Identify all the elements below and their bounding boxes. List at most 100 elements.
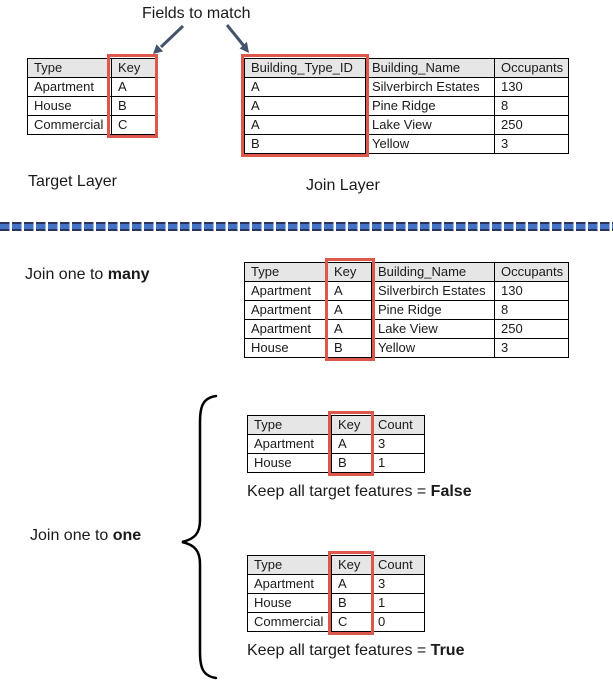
- table-cell: 250: [494, 115, 569, 135]
- keep-all-false-caption-prefix: Keep all target features =: [247, 483, 431, 500]
- table-cell: A: [331, 574, 372, 594]
- table-cell: House: [247, 453, 332, 473]
- join-layer-label: Join Layer: [306, 177, 380, 194]
- column-header: Type: [247, 555, 332, 575]
- keep-all-true-caption-bold: True: [430, 642, 465, 659]
- match-arrows: [153, 24, 249, 54]
- column-header: Key: [327, 262, 372, 282]
- table-cell: 1: [371, 593, 425, 613]
- join-one-to-many-label-bold: many: [107, 266, 150, 283]
- table-cell: Yellow: [371, 338, 495, 358]
- table-cell: B: [111, 96, 156, 116]
- table-cell: 0: [371, 612, 425, 632]
- table-cell: Silverbirch Estates: [365, 77, 495, 97]
- join-one-to-one-label-prefix: Join one to: [30, 527, 113, 544]
- table-cell: 1: [371, 453, 425, 473]
- keep-all-false-caption: Keep all target features = False: [247, 483, 472, 501]
- keep-all-true-caption: Keep all target features = True: [247, 642, 464, 660]
- table-cell: Apartment: [244, 300, 328, 320]
- column-header: Occupants: [494, 58, 569, 78]
- table-cell: House: [27, 96, 112, 116]
- table-cell: B: [244, 134, 366, 154]
- table-cell: A: [244, 96, 366, 116]
- arrow-to-join-key-icon: [225, 24, 249, 53]
- table-cell: Apartment: [244, 319, 328, 339]
- table-cell: 250: [494, 319, 569, 339]
- column-header: Type: [247, 415, 332, 435]
- column-header: Building_Type_ID: [244, 58, 366, 78]
- table-cell: A: [327, 281, 372, 301]
- section-divider: [0, 222, 613, 231]
- table-cell: Commercial: [247, 612, 332, 632]
- keep-all-true-caption-prefix: Keep all target features =: [247, 642, 431, 659]
- column-header: Occupants: [494, 262, 569, 282]
- table-cell: C: [111, 115, 156, 135]
- table-cell: Lake View: [371, 319, 495, 339]
- column-header: Count: [371, 415, 425, 435]
- join-one-to-many-label: Join one to many: [25, 266, 150, 284]
- column-header: Key: [331, 415, 372, 435]
- table-cell: 3: [494, 134, 569, 154]
- table-cell: B: [331, 593, 372, 613]
- curly-brace-icon: [181, 394, 218, 680]
- column-header: Type: [27, 58, 112, 78]
- table-cell: Yellow: [365, 134, 495, 154]
- table-cell: Pine Ridge: [365, 96, 495, 116]
- table-cell: 3: [371, 574, 425, 594]
- join-one-to-one-label-bold: one: [112, 527, 142, 544]
- table-cell: Apartment: [27, 77, 112, 97]
- table-cell: House: [247, 593, 332, 613]
- table-cell: 130: [494, 281, 569, 301]
- target-layer-label: Target Layer: [28, 173, 117, 190]
- table-cell: A: [244, 77, 366, 97]
- column-header: Key: [331, 555, 372, 575]
- column-header: Key: [111, 58, 156, 78]
- table-cell: A: [331, 434, 372, 454]
- table-cell: 3: [371, 434, 425, 454]
- table-cell: A: [327, 319, 372, 339]
- table-cell: 3: [494, 338, 569, 358]
- fields-to-match-label: Fields to match: [142, 5, 251, 22]
- table-cell: Silverbirch Estates: [371, 281, 495, 301]
- table-cell: Apartment: [247, 434, 332, 454]
- table-cell: Commercial: [27, 115, 112, 135]
- column-header: Building_Name: [371, 262, 495, 282]
- table-cell: Apartment: [244, 281, 328, 301]
- column-header: Building_Name: [365, 58, 495, 78]
- join-one-to-many-label-prefix: Join one to: [25, 266, 108, 283]
- join-one-to-one-label: Join one to one: [30, 527, 141, 545]
- table-cell: A: [327, 300, 372, 320]
- table-cell: Pine Ridge: [371, 300, 495, 320]
- table-cell: B: [327, 338, 372, 358]
- table-cell: B: [331, 453, 372, 473]
- table-cell: House: [244, 338, 328, 358]
- table-cell: A: [111, 77, 156, 97]
- table-cell: Apartment: [247, 574, 332, 594]
- keep-all-false-caption-bold: False: [430, 483, 472, 500]
- arrow-to-target-key-icon: [153, 24, 185, 54]
